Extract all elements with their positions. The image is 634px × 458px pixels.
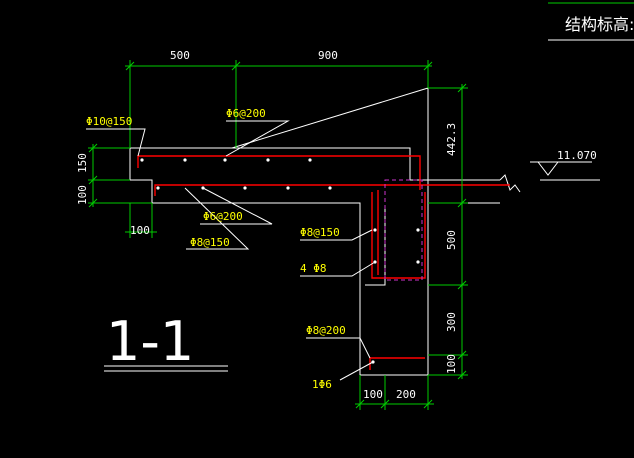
bottom-main-rebar xyxy=(154,184,510,196)
dim-right-bottom: 100 xyxy=(445,354,458,374)
label-top-dist: Φ6@200 xyxy=(226,107,266,120)
dim-right-mid: 500 xyxy=(445,230,458,250)
leader-lines xyxy=(86,120,376,381)
concrete-outline xyxy=(129,87,500,376)
hidden-lines xyxy=(384,179,423,281)
dim-top-left: 500 xyxy=(170,49,190,62)
label-top-main: Φ10@150 xyxy=(86,115,132,128)
dim-bottom-a: 100 xyxy=(363,388,383,401)
rebar-dots xyxy=(140,158,420,364)
toe-rebar xyxy=(369,357,425,370)
label-bottom-dist: Φ6@200 xyxy=(203,210,243,223)
elevation-value: 11.070 xyxy=(557,149,597,162)
elevation-symbol xyxy=(530,161,600,181)
dim-left-inner: 150 xyxy=(76,153,89,173)
dim-left-outer: 100 xyxy=(76,185,89,205)
label-web-stirrup: Φ8@150 xyxy=(300,226,340,239)
label-bottom-main: Φ8@150 xyxy=(190,236,230,249)
label-toe-bar: 1Φ6 xyxy=(312,378,332,391)
dim-ledge: 100 xyxy=(130,224,150,237)
dim-right-low: 300 xyxy=(445,312,458,332)
section-label: 1-1 xyxy=(106,310,194,373)
label-toe-stirrup: Φ8@200 xyxy=(306,324,346,337)
label-web-bars: 4 Φ8 xyxy=(300,262,327,275)
break-line xyxy=(499,174,521,193)
dimension-lines xyxy=(88,60,468,410)
top-main-rebar xyxy=(137,155,421,190)
dim-bottom-b: 200 xyxy=(396,388,416,401)
structural-elevation-title: 结构标高: xyxy=(565,15,634,34)
web-stirrup xyxy=(371,192,426,279)
dim-top-right: 900 xyxy=(318,49,338,62)
dim-right-top: 442.3 xyxy=(445,123,458,156)
